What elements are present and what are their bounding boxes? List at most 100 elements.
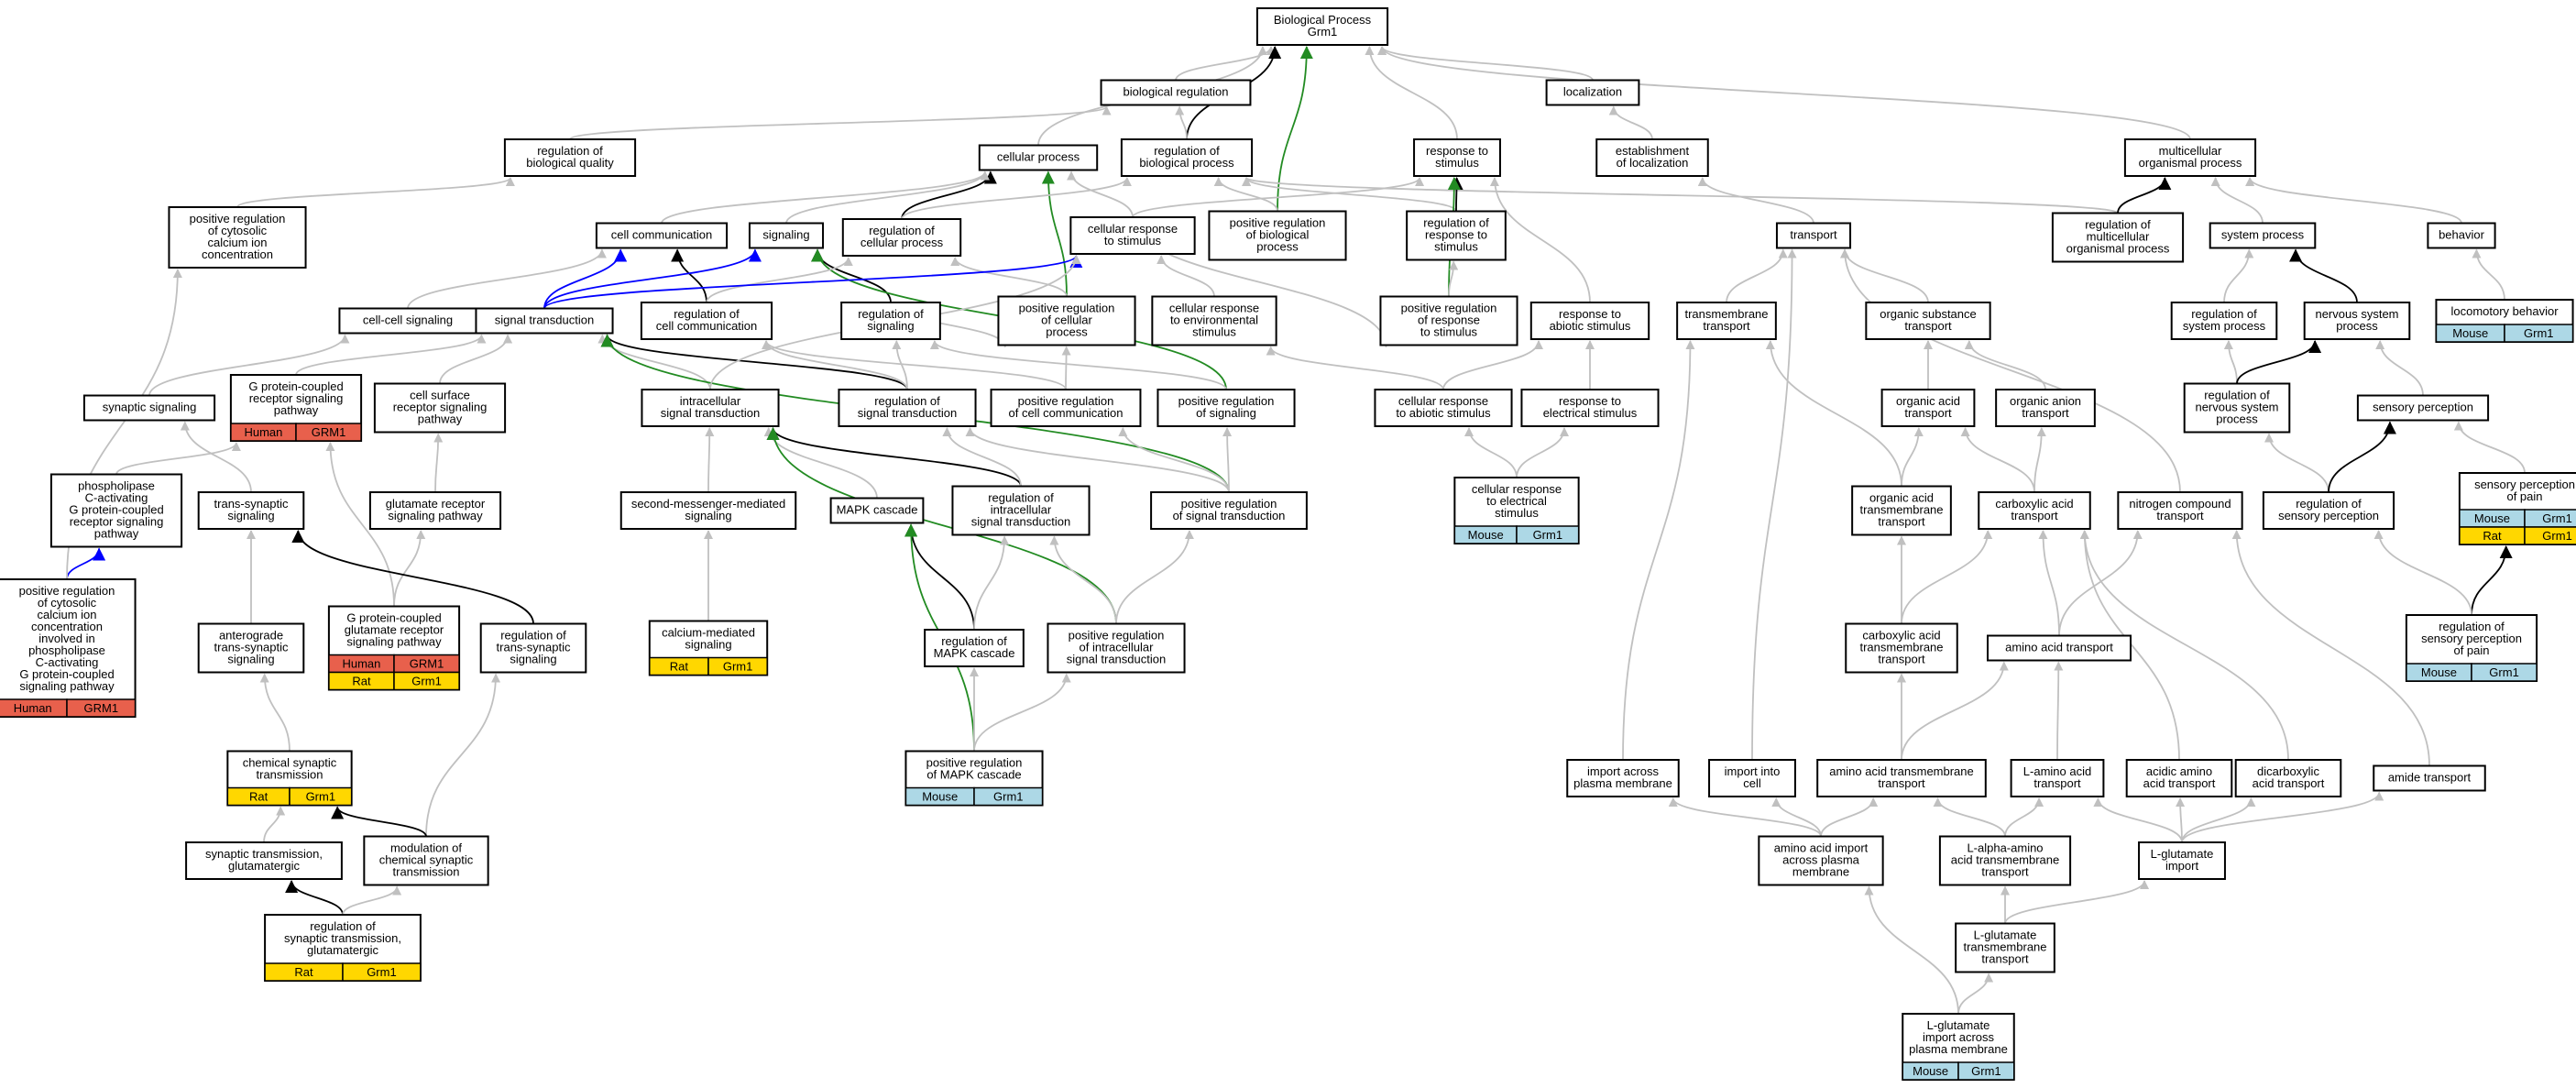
edge-lgiapm-to-aaiapm <box>1864 885 1959 1015</box>
edge-bioreg-to-bp <box>1175 46 1276 81</box>
go-term-amide[interactable]: amide transport <box>2373 764 2486 792</box>
edge-rsenp-to-rnsp <box>2264 433 2329 493</box>
go-term-cellp[interactable]: cellular process <box>978 144 1099 171</box>
go-term-loc[interactable]: localization <box>1545 79 1640 106</box>
edge-oant-to-ost <box>1964 340 2046 390</box>
go-term-ccs[interactable]: cell-cell signaling <box>338 307 477 335</box>
go-term-mapk[interactable]: MAPK cascade <box>829 497 925 524</box>
go-term-sensp[interactable]: sensory perception <box>2356 394 2490 422</box>
go-term-aat[interactable]: amino acid transport <box>1987 634 2132 662</box>
term-label-line: regulation of <box>2085 218 2151 232</box>
go-term-sysp[interactable]: system process <box>2209 222 2317 249</box>
go-term-cellcom[interactable]: cell communication <box>595 222 729 249</box>
term-label-line: Grm1 <box>1308 25 1338 38</box>
edge-st-to-crs <box>543 255 1083 310</box>
go-term-behav[interactable]: behavior <box>2427 222 2496 249</box>
go-term-sig[interactable]: signaling <box>748 222 825 249</box>
species-name: Mouse <box>922 790 958 804</box>
term-label-line: L-glutamate <box>1974 929 2037 942</box>
go-term-stg[interactable]: synaptic transmission,glutamatergic <box>185 841 343 880</box>
go-term-st[interactable]: signal transduction <box>475 307 614 335</box>
term-label-line: glutamate receptor <box>345 623 444 637</box>
term-label-line: transmembrane <box>1859 503 1943 517</box>
gene-name: Grm1 <box>2542 529 2572 543</box>
edge-prbp-to-regbp <box>1213 177 1278 212</box>
go-term-synsig[interactable]: synaptic signaling <box>82 394 216 422</box>
edge-behav-to-mop <box>2245 177 2462 224</box>
go-term-bioreg[interactable]: biological regulation <box>1100 79 1252 106</box>
go-term-transport[interactable]: transport <box>1775 222 1852 249</box>
